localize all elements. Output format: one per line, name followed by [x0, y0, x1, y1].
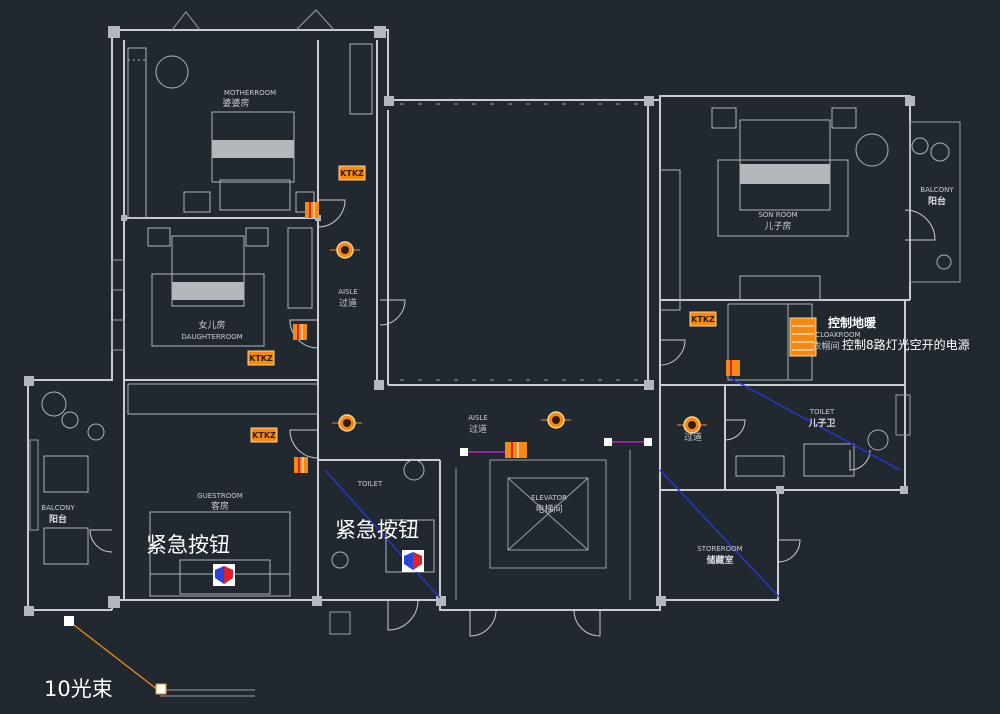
walls: [27, 29, 961, 611]
room-labels: MOTHERROOM 婆婆房 SON ROOM 儿子房 女儿房 DAUGHTER…: [41, 89, 954, 566]
ktkz-tag[interactable]: KTKZ: [689, 311, 717, 327]
room-label-cn: 过道: [684, 431, 702, 443]
room-label-en: AISLE: [338, 288, 358, 296]
beam-label: 10光束: [44, 677, 113, 701]
windows: [29, 9, 911, 531]
room-label-en: MOTHERROOM: [224, 89, 276, 97]
room-label-cn: 客房: [211, 500, 229, 512]
room-label-cn: 电梯间: [535, 503, 562, 515]
power-note-label: 控制8路灯光空开的电源: [842, 337, 970, 352]
floor-heating-label: 控制地暖: [828, 315, 877, 330]
emergency-button-icon[interactable]: [213, 564, 235, 586]
switch-panel-icon[interactable]: [305, 202, 319, 218]
svg-text:KTKZ: KTKZ: [340, 169, 364, 178]
ktkz-tag[interactable]: KTKZ: [338, 165, 366, 181]
room-label-cn: 储藏室: [706, 554, 733, 566]
room-label-cn: 衣帽间: [812, 340, 839, 352]
furniture: [41, 43, 952, 600]
svg-text:KTKZ: KTKZ: [249, 354, 273, 363]
switch-panels: [64, 202, 817, 695]
corridor-ticks: [400, 103, 640, 381]
sensor-icon[interactable]: [644, 438, 652, 446]
emergency-button-icon[interactable]: [402, 550, 424, 572]
room-label-cn: 阳台: [49, 513, 67, 525]
room-label-en: DAUGHTERROOM: [181, 333, 242, 341]
room-label-en: GUESTROOM: [197, 492, 243, 500]
room-label-en: CLOAKROOM: [815, 331, 860, 339]
room-label-en: SON ROOM: [758, 211, 797, 219]
wires: [69, 377, 901, 697]
ceiling-lights: [330, 241, 707, 434]
switch-panel-icon[interactable]: [505, 442, 527, 458]
room-label-cn: 婆婆房: [222, 97, 249, 109]
sensor-icon[interactable]: [64, 616, 74, 626]
room-label-cn: 儿子卫: [807, 418, 835, 429]
sensor-icon[interactable]: [460, 448, 468, 456]
sensor-icon[interactable]: [604, 438, 612, 446]
light-icon[interactable]: [330, 241, 360, 259]
room-label-cn: 女儿房: [198, 319, 225, 331]
sensor-icon[interactable]: [155, 683, 167, 695]
annotations: 紧急按钮 紧急按钮 控制地暖 控制8路灯光空开的电源 10光束: [44, 315, 970, 701]
doors: [89, 199, 936, 637]
emergency-label: 紧急按钮: [335, 518, 419, 542]
switch-panel-icon[interactable]: [726, 360, 740, 376]
floor-heating-panel-icon[interactable]: [789, 317, 817, 357]
column-blocks: [24, 26, 915, 616]
switch-panel-icon[interactable]: [293, 324, 307, 340]
ktkz-tag[interactable]: KTKZ: [247, 350, 275, 366]
room-label-cn: 过道: [469, 423, 487, 435]
svg-text:KTKZ: KTKZ: [252, 431, 276, 440]
svg-text:KTKZ: KTKZ: [691, 315, 715, 324]
room-label-cn: 阳台: [928, 195, 946, 207]
light-icon[interactable]: [677, 416, 707, 434]
light-icon[interactable]: [332, 414, 362, 432]
room-label-en: BALCONY: [41, 504, 75, 512]
light-icon[interactable]: [541, 411, 571, 429]
room-label-en: AISLE: [468, 414, 488, 422]
room-label-en: BALCONY: [920, 186, 954, 194]
room-label-cn: 儿子房: [764, 220, 791, 232]
room-label-en: TOILET: [809, 408, 835, 416]
switch-panel-icon[interactable]: [294, 457, 308, 473]
room-label-en: STOREROOM: [697, 545, 742, 553]
ktkz-tag[interactable]: KTKZ: [250, 427, 278, 443]
emergency-label: 紧急按钮: [146, 533, 230, 557]
room-label-en: ELEVATOR: [531, 494, 567, 502]
room-label-cn: 过道: [339, 297, 357, 309]
room-label-en: TOILET: [357, 480, 383, 488]
